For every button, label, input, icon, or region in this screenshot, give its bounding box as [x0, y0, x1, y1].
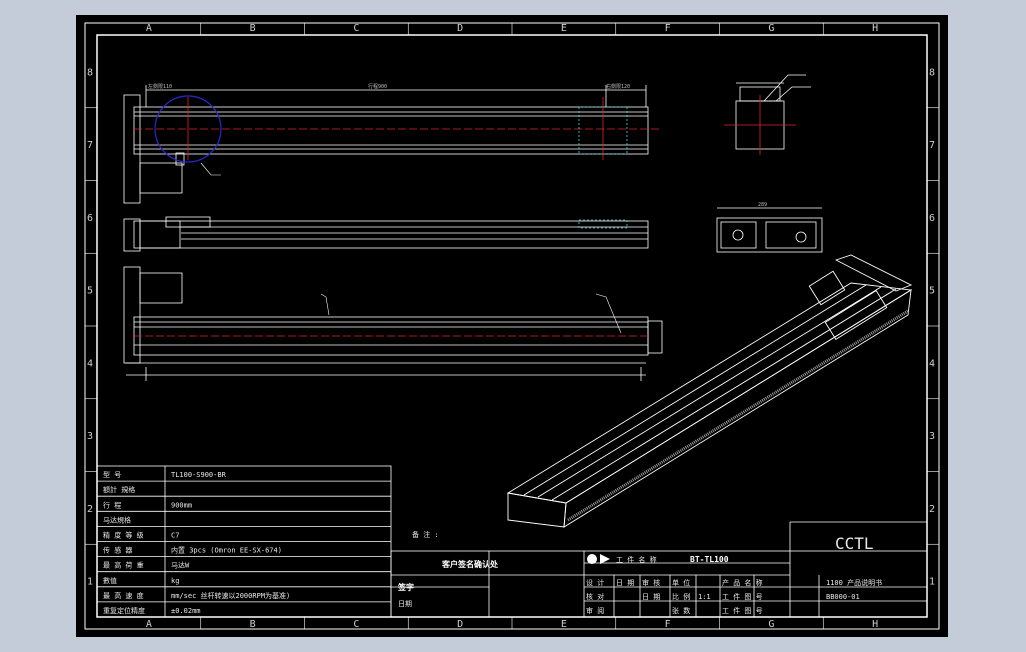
grid-col-label: A [146, 23, 152, 34]
grid-row-label: 6 [929, 213, 935, 224]
spec-value: TL100-S900-BR [171, 471, 227, 479]
spec-label: 最 高 荷 重 [103, 561, 144, 570]
title-block [390, 521, 928, 618]
title-block-cell: 日 期 [642, 593, 660, 601]
grid-col-label: C [353, 23, 359, 34]
grid-col-label: B [250, 23, 256, 34]
grid-row-label: 4 [87, 358, 93, 369]
grid-col-label: G [768, 619, 774, 630]
grid-row-label: 1 [87, 577, 93, 588]
spec-label: 數值 [103, 576, 117, 585]
grid-col-label: G [768, 23, 774, 34]
grid-row-label: 3 [87, 431, 93, 442]
grid-col-label: F [665, 23, 671, 34]
date-label: 日期 [398, 600, 412, 608]
spec-value: 马达W [171, 561, 190, 570]
top-view [123, 85, 649, 204]
notes-label: 备 注 : [412, 530, 439, 539]
grid-row-label: 8 [929, 67, 935, 78]
grid-row-label: 1 [929, 577, 935, 588]
title-block-cell: 1100 产品说明书 [826, 578, 882, 587]
title-block-cell: 设 计 [586, 578, 604, 587]
dim-right-stroke: 右側限120 [606, 83, 630, 90]
dim-left-stroke: 左側限110 [148, 83, 172, 90]
grid-row-label: 5 [929, 286, 935, 297]
spec-value: C7 [171, 532, 179, 540]
spec-label: 行 程 [103, 500, 121, 509]
detail-circle [154, 95, 222, 163]
spec-label: 精 度 等 级 [103, 531, 144, 540]
sheet-outer-border [84, 22, 940, 630]
title-block-cell: 1:1 [698, 593, 711, 601]
grid-labels: A A B B C C D D E E F F G G H H 8 8 7 7 6 6 5 5 4 4 3 3 2 2 1 1 [85, 23, 939, 630]
grid-row-label: 5 [87, 286, 93, 297]
grid-col-label: D [457, 23, 463, 34]
bottom-view [123, 266, 663, 381]
logo-text: 工 件 名 称 [616, 555, 657, 564]
grid-row-label: 7 [87, 140, 93, 151]
grid-row-label: 4 [929, 358, 935, 369]
title-block-cell: 审 阅 [586, 606, 604, 615]
carriage-outline [578, 106, 628, 155]
spec-label: 重复定位精度 [103, 606, 145, 615]
customer-confirm: 客户签名确认处 [441, 559, 499, 569]
dim-width: 289 [758, 202, 767, 208]
spec-label: 传 感 器 [103, 546, 132, 555]
spec-value: 900mm [171, 501, 192, 509]
grid-row-label: 7 [929, 140, 935, 151]
isometric-view [506, 254, 913, 528]
title-block-cell: 工 件 图 号 [722, 606, 763, 615]
grid-row-label: 2 [87, 504, 93, 515]
title-block-cell: 工 件 图 号 [722, 592, 763, 601]
grid-col-label: E [561, 23, 567, 34]
grid-col-label: E [561, 619, 567, 630]
dim-travel: 行程900 [368, 83, 387, 90]
spec-value: kg [171, 577, 179, 585]
logo-icon [587, 554, 597, 564]
grid-row-label: 2 [929, 504, 935, 515]
title-block-cell: 审 核 [642, 578, 660, 587]
side-view [123, 216, 649, 252]
grid-col-label: D [457, 619, 463, 630]
sign-label: 签字 [397, 582, 414, 592]
grid-col-label: F [665, 619, 671, 630]
title-block-cell: BB000-01 [826, 593, 860, 601]
company-name: CCTL [835, 534, 874, 553]
spec-label: 马达規格 [103, 515, 131, 524]
sheet-inner-border [96, 34, 928, 618]
spec-label: 額計 規格 [103, 485, 135, 494]
spec-value: ±0.02mm [171, 607, 201, 615]
grid-row-label: 6 [87, 213, 93, 224]
title-block-cell: 产 品 名 称 [722, 578, 763, 587]
grid-row-label: 3 [929, 431, 935, 442]
title-block-cell: 核 对 [586, 592, 604, 601]
title-block-cell: 单 位 [672, 578, 690, 587]
model-code: BT-TL100 [690, 555, 729, 564]
end-view [735, 74, 811, 150]
grid-col-label: A [146, 619, 152, 630]
grid-col-label: B [250, 619, 256, 630]
grid-row-label: 8 [87, 67, 93, 78]
title-block-cell: 张 数 [672, 606, 690, 615]
grid-col-label: H [872, 619, 878, 630]
grid-col-label: C [353, 619, 359, 630]
title-block-cell: 比 例 [672, 592, 690, 601]
spec-label: 最 高 速 度 [103, 591, 144, 600]
spec-value: mm/sec 丝杆转速以2000RPM为基准) [171, 591, 290, 600]
side-end-view [716, 207, 823, 253]
grid-col-label: H [872, 23, 878, 34]
title-block-cell: 日 期 [616, 579, 634, 587]
spec-label: 型 号 [103, 470, 121, 479]
spec-value: 内置 3pcs (Omron EE-SX-674) [171, 546, 282, 555]
